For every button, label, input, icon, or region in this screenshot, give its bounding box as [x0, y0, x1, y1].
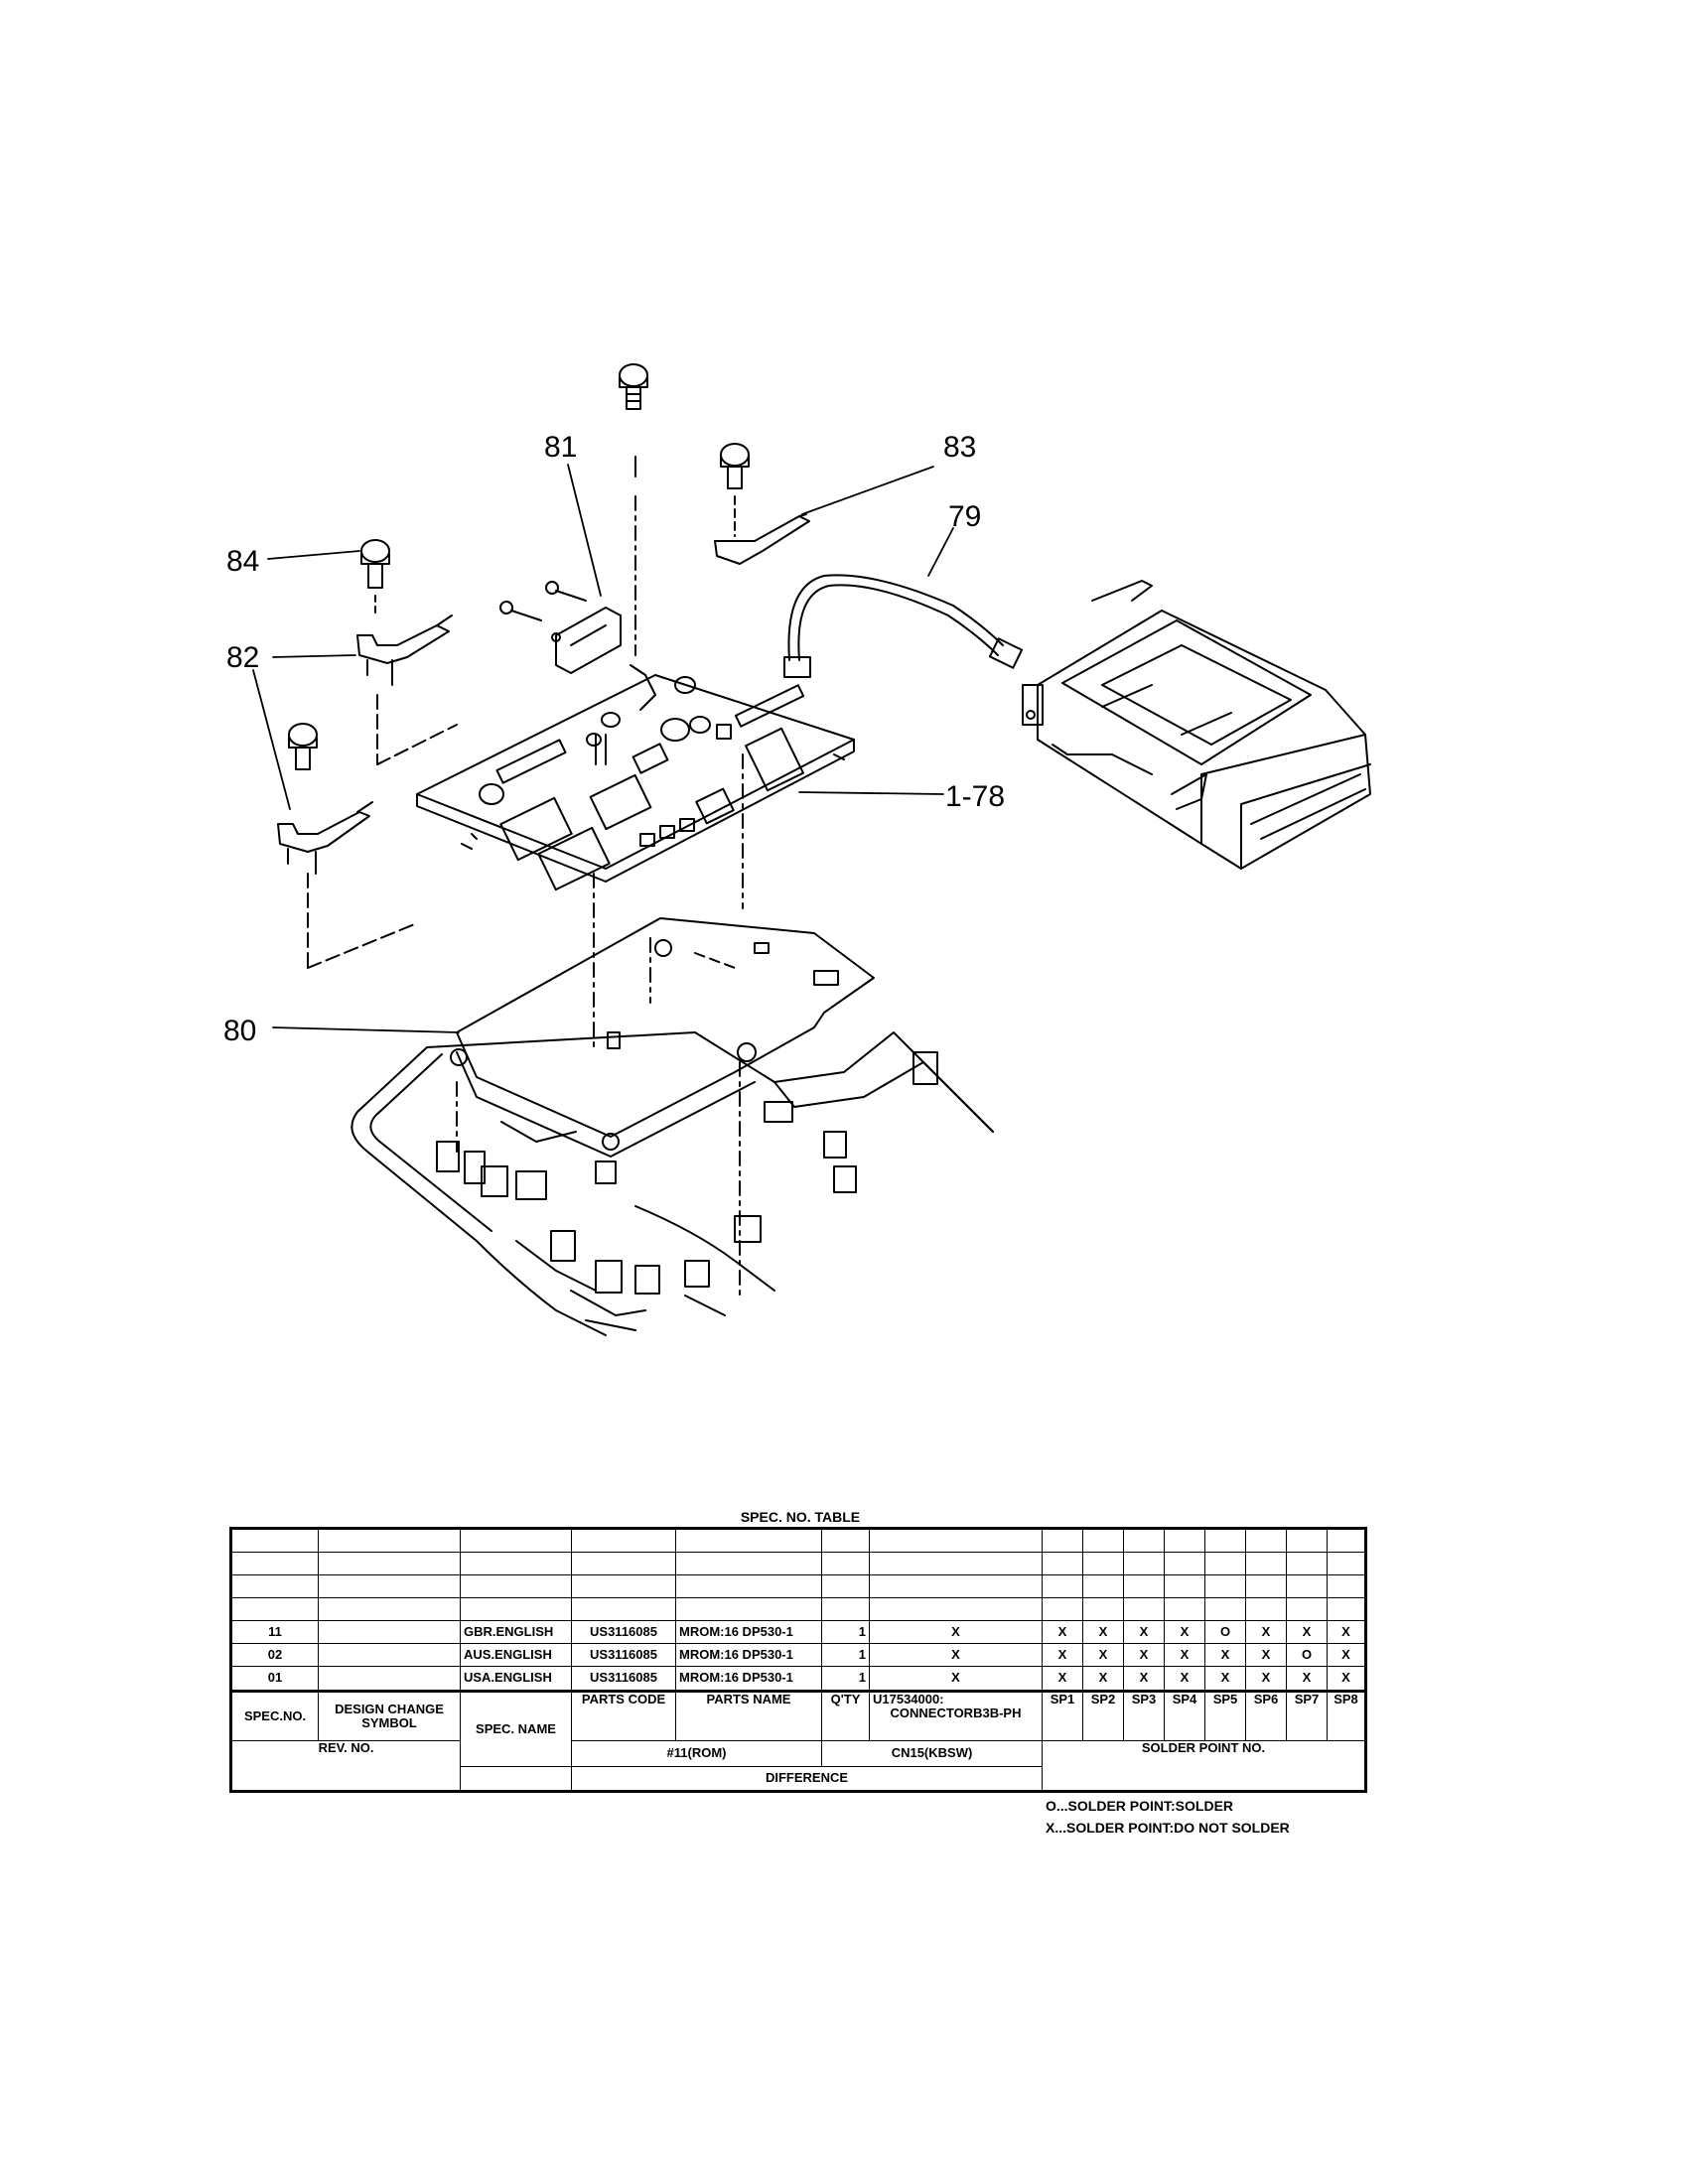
table-header-row: SPEC.NO. DESIGN CHANGE SYMBOL SPEC. NAME… [230, 1689, 1366, 1767]
header-sp5: SP5 [1204, 1689, 1246, 1742]
callout-82: 82 [226, 641, 259, 674]
table-blank-row [230, 1527, 1366, 1554]
header-spec-no: SPEC.NO. [230, 1689, 319, 1742]
callout-79: 79 [948, 500, 981, 533]
spec-table-title: SPEC. NO. TABLE [740, 1509, 861, 1525]
callout-1-78: 1-78 [945, 780, 1005, 813]
header-parts-name: PARTS NAME [675, 1689, 822, 1742]
header-connector: U17534000: CONNECTORB3B-PH [869, 1689, 1043, 1742]
header-qty: Q'TY [821, 1689, 870, 1742]
ground-clip-83 [714, 443, 810, 565]
legend-solder: O...SOLDER POINT:SOLDER [1046, 1798, 1234, 1814]
callout-84: 84 [226, 545, 259, 578]
callout-81: 81 [544, 431, 577, 464]
cable-79 [783, 574, 1024, 678]
header-parts-code: PARTS CODE [571, 1689, 676, 1742]
base-housing [351, 1031, 994, 1336]
header-design-change: DESIGN CHANGE SYMBOL [318, 1689, 461, 1742]
solder-legend: O...SOLDER POINT:SOLDER X...SOLDER POINT… [1046, 1795, 1290, 1839]
connector-81 [499, 581, 656, 711]
shield-plate-80 [450, 917, 875, 1158]
disk-drive-unit [1022, 580, 1371, 870]
header-solder-point-no: SOLDER POINT NO. [1042, 1740, 1366, 1792]
table-blank-row [230, 1552, 1366, 1576]
header-sp6: SP6 [1245, 1689, 1287, 1742]
header-sp2: SP2 [1082, 1689, 1124, 1742]
header-rev-no: REV. NO. [230, 1740, 461, 1792]
header-sp4: SP4 [1164, 1689, 1205, 1742]
header-rom: #11(ROM) [571, 1740, 822, 1767]
header-sp3: SP3 [1123, 1689, 1165, 1742]
header-cn: CN15(KBSW) [821, 1740, 1043, 1767]
header-sp8: SP8 [1327, 1689, 1366, 1742]
header-spec-name: SPEC. NAME [460, 1689, 572, 1767]
header-difference: DIFFERENCE [571, 1765, 1043, 1793]
leader-lines [252, 464, 954, 1033]
callout-83: 83 [943, 431, 976, 464]
header-connector-name: CONNECTORB3B-PH [890, 1705, 1022, 1720]
main-pcb [416, 674, 855, 891]
alignment-lines [456, 753, 744, 1301]
spec-no-table: 11 GBR.ENGLISH US3116085 MROM:16 DP530-1… [229, 1527, 1367, 1793]
table-blank-row [230, 1574, 1366, 1599]
table-row: 02 AUS.ENGLISH US3116085 MROM:16 DP530-1… [230, 1643, 1366, 1668]
table-blank-row [230, 1597, 1366, 1622]
header-sp7: SP7 [1286, 1689, 1328, 1742]
header-sp1: SP1 [1042, 1689, 1083, 1742]
table-header-row: REV. NO. #11(ROM) CN15(KBSW) SOLDER POIN… [230, 1740, 1366, 1792]
callout-80: 80 [223, 1015, 256, 1047]
table-header-row: DIFFERENCE [231, 1765, 1366, 1793]
top-screw [619, 363, 648, 656]
exploded-parts-diagram: 81 83 79 84 82 1-78 80 [223, 363, 1371, 1336]
table-row: 11 GBR.ENGLISH US3116085 MROM:16 DP530-1… [230, 1620, 1366, 1645]
header-connector-code: U17534000: [873, 1691, 944, 1706]
left-screws-and-clips [277, 539, 458, 974]
legend-do-not-solder: X...SOLDER POINT:DO NOT SOLDER [1046, 1820, 1290, 1836]
callout-labels: 81 83 79 84 82 1-78 80 [223, 431, 1005, 1047]
table-row: 01 USA.ENGLISH US3116085 MROM:16 DP530-1… [230, 1666, 1366, 1692]
